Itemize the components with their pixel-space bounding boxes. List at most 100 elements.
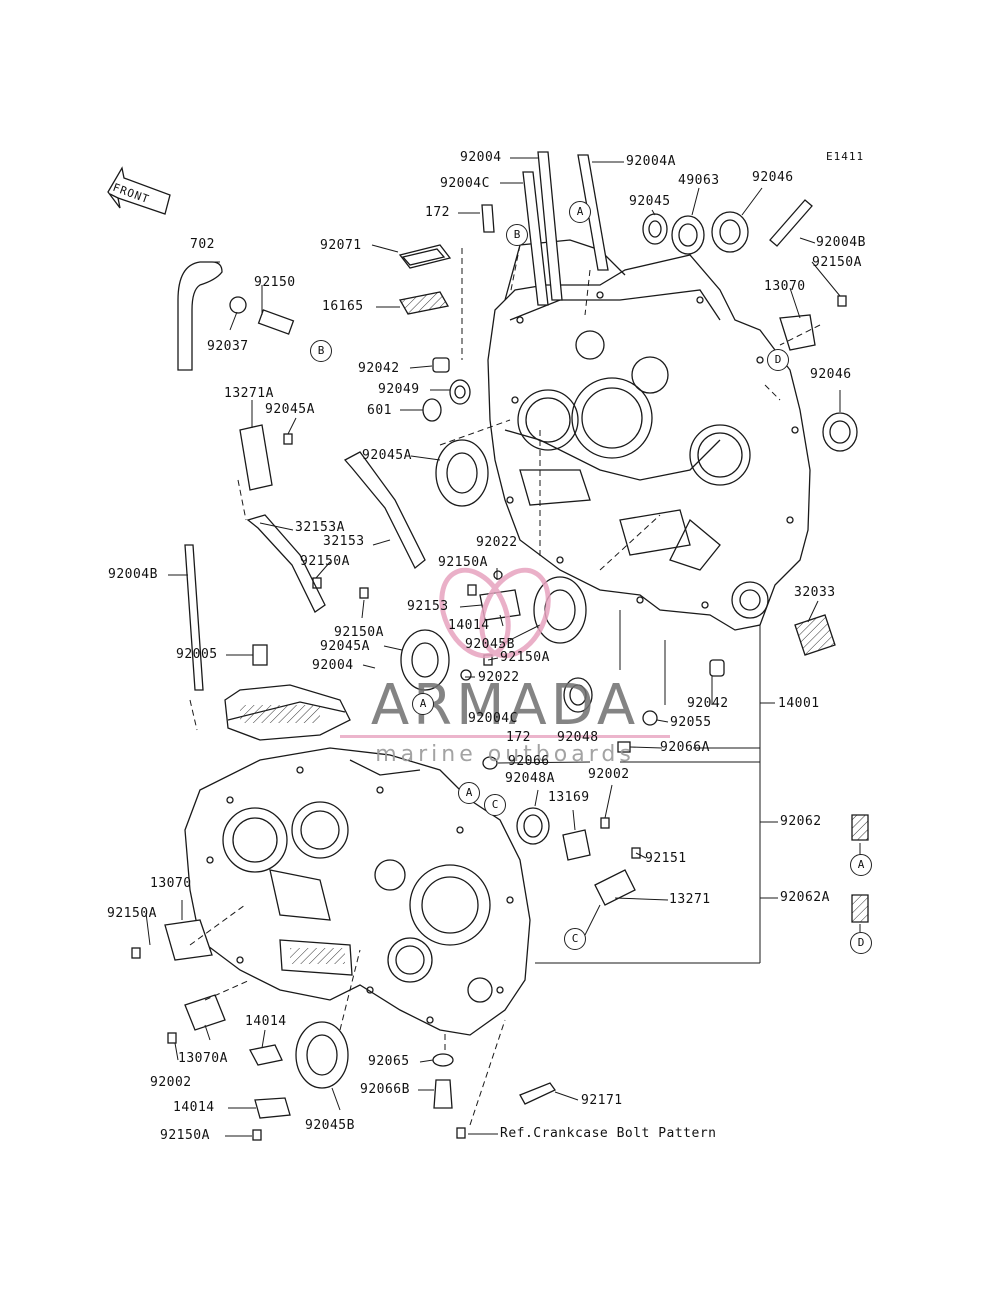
bolts [131, 295, 847, 1141]
diagram-code: E1411 [826, 150, 865, 163]
part-label: 92045 [629, 194, 671, 209]
gasket-92071 [398, 244, 452, 269]
part-label: 92066B [360, 1082, 410, 1097]
part-label: 92042 [358, 361, 400, 376]
bearing-92048A [516, 807, 550, 845]
part-label: 702 [190, 237, 215, 252]
bearing-92046-upper [711, 211, 749, 253]
plug-92066B [433, 1079, 453, 1109]
part-label: 49063 [678, 173, 720, 188]
stud-92004A [577, 154, 609, 271]
part-label: 92045A [320, 639, 370, 654]
part-label: 601 [367, 403, 392, 418]
hose-702 [177, 261, 223, 371]
part-label: 32033 [794, 585, 836, 600]
right-crankcase-half [487, 254, 811, 631]
callout-c: C [484, 794, 506, 816]
part-label: 32153A [295, 520, 345, 535]
stud-92004 [537, 151, 563, 301]
callout-d: D [850, 932, 872, 954]
part-label: 92045B [465, 637, 515, 652]
part-label: 13070 [764, 279, 806, 294]
part-label: 92153 [407, 599, 449, 614]
bearing-92045A-mid [400, 629, 450, 691]
part-label: 14014 [448, 618, 490, 633]
part-label: 92150A [160, 1128, 210, 1143]
callout-a: A [458, 782, 480, 804]
part-label: 92150A [500, 650, 550, 665]
footer-note: Ref.Crankcase Bolt Pattern [500, 1126, 717, 1141]
part-label: 92004C [468, 711, 518, 726]
part-label: 92004 [312, 658, 354, 673]
part-label: 92004 [460, 150, 502, 165]
plug-92005 [252, 644, 268, 666]
pipe-32153 [343, 451, 426, 570]
watermark-logo-icon [439, 567, 551, 659]
part-label: 14014 [173, 1100, 215, 1115]
part-label: 13070 [150, 876, 192, 891]
part-label: 32153 [323, 534, 365, 549]
part-label: 92062A [780, 890, 830, 905]
part-label: 92049 [378, 382, 420, 397]
part-label: 92004B [816, 235, 866, 250]
plug-92062A [851, 894, 869, 923]
part-label: 92066A [660, 740, 710, 755]
part-label: 92002 [150, 1075, 192, 1090]
part-label: 92151 [645, 851, 687, 866]
left-crankcase-half [184, 684, 531, 1036]
part-label: 92045A [362, 448, 412, 463]
bearing-92045B-lower [295, 1021, 349, 1089]
watermark-rule [340, 735, 670, 738]
part-label: 92005 [176, 647, 218, 662]
cover-13070A [184, 994, 226, 1031]
callout-a: A [850, 854, 872, 876]
part-label: 16165 [322, 299, 364, 314]
part-label: 92002 [588, 767, 630, 782]
watermark-tagline: marine outboards [375, 742, 635, 767]
part-label: 92062 [780, 814, 822, 829]
fitting-92150 [257, 309, 295, 335]
part-label: 92004A [626, 154, 676, 169]
part-label: 92045A [265, 402, 315, 417]
washer-92065 [432, 1053, 454, 1067]
part-label: 13271A [224, 386, 274, 401]
callout-c: C [564, 928, 586, 950]
plate-14014-lower [249, 1044, 283, 1066]
callout-d: D [767, 349, 789, 371]
bracket-13271 [594, 869, 636, 906]
part-label: 13070A [178, 1051, 228, 1066]
stud-92004B-right [769, 199, 813, 247]
bearing-92048 [563, 677, 593, 713]
part-label: 92037 [207, 339, 249, 354]
part-label: 92066 [508, 754, 550, 769]
part-label: 92150A [334, 625, 384, 640]
part-label: 92048A [505, 771, 555, 786]
front-arrow-icon [107, 166, 171, 215]
callout-b: B [310, 340, 332, 362]
bracket-13169 [562, 829, 591, 861]
bracket-13070-upper [779, 314, 816, 351]
bearing-92046-right [822, 412, 858, 452]
part-label: 92046 [752, 170, 794, 185]
bearing-92045-upper [642, 213, 668, 245]
plug-92066 [482, 756, 498, 770]
stud-92004C [522, 171, 549, 306]
part-label: 13271 [669, 892, 711, 907]
stud-172 [481, 204, 495, 233]
part-label: 92004C [440, 176, 490, 191]
part-label: 92022 [478, 670, 520, 685]
part-label: 14014 [245, 1014, 287, 1029]
part-label: 92150A [812, 255, 862, 270]
part-label: 92042 [687, 696, 729, 711]
tool-92171 [519, 1082, 556, 1105]
dowel-92042-b [709, 659, 725, 677]
part-label: 92150A [438, 555, 488, 570]
seal-601 [422, 398, 442, 422]
bearing-92045A [435, 439, 489, 507]
plate-14014-bottom [254, 1097, 291, 1119]
part-label: 92022 [476, 535, 518, 550]
pipe-32153A [246, 514, 326, 613]
plug-92062 [851, 814, 869, 841]
